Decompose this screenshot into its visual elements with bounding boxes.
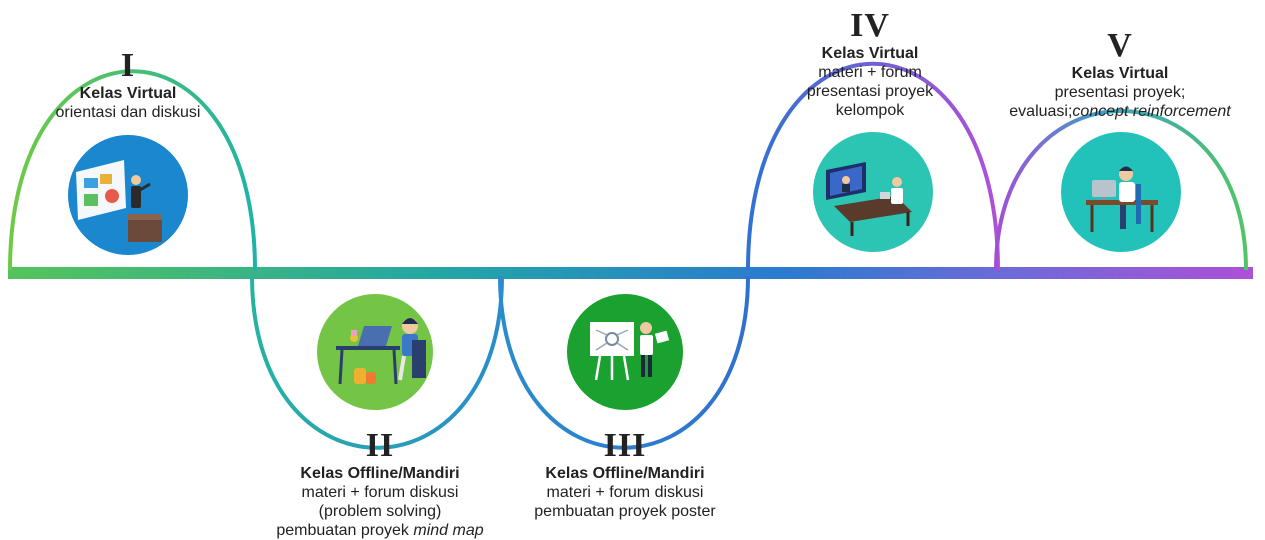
arc-stage-4 [746, 61, 1000, 271]
stage-title: Kelas Virtual [821, 44, 919, 62]
arc-stage-3 [498, 275, 750, 450]
stage-description-text: materi + forum [818, 63, 922, 81]
stage-description-text: presentasi proyek [806, 83, 934, 101]
stage-description-text: kelompok [835, 102, 905, 120]
stage-description-line: orientasi dan diskusi [0, 103, 278, 122]
stage-description-line: presentasi proyek; [970, 83, 1265, 102]
teacher-presenting-board-icon [68, 135, 188, 255]
student-poster-board-icon [567, 294, 683, 410]
stage-description-text: materi + forum diskusi [301, 483, 459, 501]
stage-numeral: IV [850, 7, 890, 44]
stage-description-text: (problem solving) [318, 503, 442, 521]
stage-description-line: pembuatan proyek mind map [230, 521, 530, 540]
stage-description-italic: concept reinforcement [1072, 103, 1231, 121]
arc-stage-2 [250, 275, 504, 450]
stage-description-line: presentasi proyek [720, 82, 1020, 101]
stage-description-line: materi + forum diskusi [230, 483, 530, 502]
timeline-bar [8, 267, 1253, 279]
stage-description-line: materi + forum diskusi [475, 483, 775, 502]
arc-stage-5 [994, 109, 1248, 271]
video-conference-desk-icon [813, 132, 933, 252]
arc-stage-1 [8, 69, 257, 271]
stage-description-text: presentasi proyek; [1054, 83, 1186, 101]
stage-description-text: pembuatan proyek poster [534, 503, 716, 521]
stage-title: Kelas Virtual [79, 84, 177, 102]
stage-description-line: pembuatan proyek poster [475, 502, 775, 521]
person-computer-desk-icon [1061, 132, 1181, 252]
stage-description-text: materi + forum diskusi [546, 483, 704, 501]
stage-description-text: pembuatan proyek [276, 522, 414, 540]
stage-title: Kelas Virtual [1071, 64, 1169, 82]
stage-numeral: I [120, 47, 136, 84]
stage-description-italic: mind map [413, 522, 484, 540]
stage-description-line: evaluasi;concept reinforcement [970, 102, 1265, 121]
stage-description-line: (problem solving) [230, 502, 530, 521]
student-laptop-desk-icon [317, 294, 433, 410]
stage-numeral: III [603, 427, 647, 464]
stage-description-line: materi + forum [720, 63, 1020, 82]
stage-title: Kelas Offline/Mandiri [300, 464, 460, 482]
stage-numeral: II [365, 427, 395, 464]
stage-description-line: kelompok [720, 101, 1020, 120]
stage-numeral: V [1107, 27, 1133, 64]
stage-description-text: evaluasi; [1009, 103, 1073, 121]
stage-description-text: orientasi dan diskusi [55, 103, 201, 121]
stage-title: Kelas Offline/Mandiri [545, 464, 705, 482]
